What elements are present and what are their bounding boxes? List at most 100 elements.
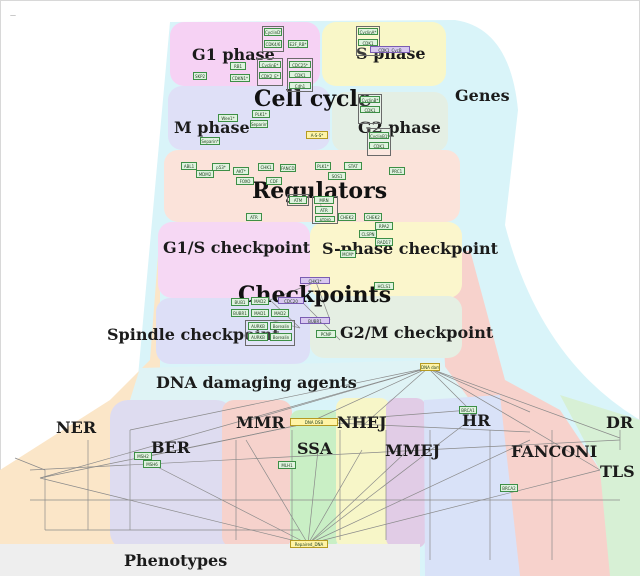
edge xyxy=(427,367,601,471)
phenotypes-label: Phenotypes xyxy=(124,551,228,570)
edge xyxy=(313,409,471,423)
edge xyxy=(307,449,319,545)
hr-label: HR xyxy=(462,411,491,430)
node-rad17[interactable]: RAD17 xyxy=(375,238,393,246)
node-mcm[interactable]: MCM* xyxy=(340,250,356,258)
ber-region xyxy=(110,400,234,550)
edge xyxy=(427,367,621,439)
node-atm[interactable]: ATM xyxy=(289,196,307,204)
node-foxo[interactable]: FOXO xyxy=(236,177,254,185)
node-brcb[interactable]: BRCA2 xyxy=(500,484,518,492)
s-region xyxy=(322,22,446,86)
node-p53[interactable]: p53* xyxy=(212,163,230,171)
edge xyxy=(307,419,471,545)
node-borealin[interactable]: Borealin xyxy=(270,322,292,330)
node-cycb[interactable]: CyclinB* xyxy=(360,96,380,103)
node-msh6[interactable]: MSH6 xyxy=(143,460,161,468)
node-cyca[interactable]: CyclinA* xyxy=(358,28,378,35)
edge xyxy=(307,449,363,545)
node-fanc[interactable]: FANCD2 xyxy=(280,164,296,172)
node-borealin2[interactable]: Borealin xyxy=(270,333,292,341)
node-sep[interactable]: Separin* xyxy=(250,120,268,128)
node-cdk1-m[interactable]: CDK1 xyxy=(369,142,389,149)
node-sos[interactable]: SOS1 xyxy=(328,172,346,180)
node-cyce[interactable]: CyclinE* xyxy=(259,61,281,68)
node-cdc25[interactable]: CDC25* xyxy=(289,61,311,68)
node-cdf[interactable]: CDF xyxy=(266,177,282,185)
edge xyxy=(313,421,531,433)
node-aurk[interactable]: AURKB xyxy=(248,322,268,330)
hr-region xyxy=(424,395,520,576)
node-dna-dsb[interactable]: DNA DSB xyxy=(290,418,338,426)
spindle-checkpoint-label: Spindle checkpoint xyxy=(107,325,280,344)
node-cdh1[interactable]: Cdh1 xyxy=(289,82,311,89)
node-claspin[interactable]: CLSPN xyxy=(359,230,377,238)
node-prc[interactable]: PRC1 xyxy=(389,167,405,175)
node-cycb-complex[interactable]: CDK1_CycB xyxy=(370,46,410,53)
node-msh[interactable]: MSH2 xyxy=(134,452,152,460)
edge xyxy=(139,457,309,545)
node-bub1[interactable]: BUB1 xyxy=(231,298,249,306)
node-mad1[interactable]: MAD1 xyxy=(251,309,269,317)
node-plk[interactable]: PLK1* xyxy=(252,110,270,118)
node-separin[interactable]: Separin* xyxy=(200,137,220,145)
node-chkpt1[interactable]: CHK1* xyxy=(300,277,330,284)
edge xyxy=(269,281,317,301)
node-aurk2[interactable]: AURKB xyxy=(248,333,268,341)
dda-region xyxy=(130,360,470,400)
dr-label: DR xyxy=(606,413,634,432)
node-rpa[interactable]: RPA2 xyxy=(375,222,393,230)
node-bubr1b[interactable]: BUBR1 xyxy=(300,317,330,324)
node-akt[interactable]: AKT* xyxy=(233,167,249,175)
g2m-checkpoint-label: G2/M checkpoint xyxy=(340,323,494,342)
corner-mark: — xyxy=(10,12,16,19)
node-mre[interactable]: MRN xyxy=(314,196,334,204)
g1s-region xyxy=(158,222,310,298)
node-cycd[interactable]: CyclinD* xyxy=(264,28,282,36)
node-brca[interactable]: BRCA1 xyxy=(459,406,477,414)
node-cycb2[interactable]: CyclinB1* xyxy=(369,132,389,139)
edge xyxy=(245,439,309,545)
node-e2f[interactable]: E2F_RB* xyxy=(288,40,308,48)
node-cdc20[interactable]: CDC20 xyxy=(278,297,304,304)
node-skp2[interactable]: SKP2 xyxy=(193,72,207,80)
nhej-region xyxy=(336,398,390,548)
node-wee1[interactable]: Wee1* xyxy=(218,114,238,122)
node-atr[interactable]: ATR xyxy=(246,213,262,221)
node-atr2[interactable]: ATR xyxy=(315,206,333,214)
node-chk1[interactable]: CHK1 xyxy=(258,163,274,171)
node-rb1[interactable]: RB1 xyxy=(230,62,246,70)
node-mdm2[interactable]: MDM2 xyxy=(196,170,214,178)
dna-damaging-agents-label: DNA damaging agents xyxy=(156,373,357,392)
node-mad2[interactable]: MAD2 xyxy=(251,297,269,305)
node-mad2b[interactable]: MAD2 xyxy=(271,309,289,317)
node-plk-reg[interactable]: PLK1* xyxy=(315,162,331,170)
node-repaired-dna[interactable]: Repaired_DNA xyxy=(290,540,328,548)
node-cdk46[interactable]: CDK4/6 xyxy=(264,40,282,48)
node-atrip[interactable]: ATRIP xyxy=(315,216,335,222)
genes-label: Genes xyxy=(455,86,510,105)
node-abl[interactable]: ABL1 xyxy=(181,162,197,170)
node-cdk1[interactable]: CDK1 xyxy=(289,71,311,78)
node-chek2[interactable]: CHEK2 xyxy=(338,213,356,221)
node-mlh[interactable]: MLH1 xyxy=(278,461,296,469)
node-stat[interactable]: STAT xyxy=(344,162,362,170)
node-pcnp[interactable]: PCNP xyxy=(316,330,336,338)
node-dna-damage[interactable]: DNA damage xyxy=(420,363,440,371)
node-hcl[interactable]: HCLS1 xyxy=(374,282,394,290)
node-chek2b[interactable]: CHEK2 xyxy=(364,213,382,221)
tls-label: TLS xyxy=(600,462,635,481)
node-cdk1-g2[interactable]: CDK1 xyxy=(360,106,380,113)
mmej-region xyxy=(386,398,426,548)
ber-label: BER xyxy=(151,438,191,457)
edge xyxy=(307,439,531,545)
mmej-label: MMEJ xyxy=(385,441,441,460)
node-cdkn1[interactable]: CDKN1* xyxy=(230,74,250,82)
node-cdk1b[interactable]: CDK1 xyxy=(358,39,378,46)
node-bubr1[interactable]: BUBR1 xyxy=(231,309,249,317)
node-a-ss[interactable]: A-S-S* xyxy=(306,131,328,139)
ssa-label: SSA xyxy=(297,439,333,458)
node-cdk2[interactable]: CDK2_E* xyxy=(259,72,281,79)
